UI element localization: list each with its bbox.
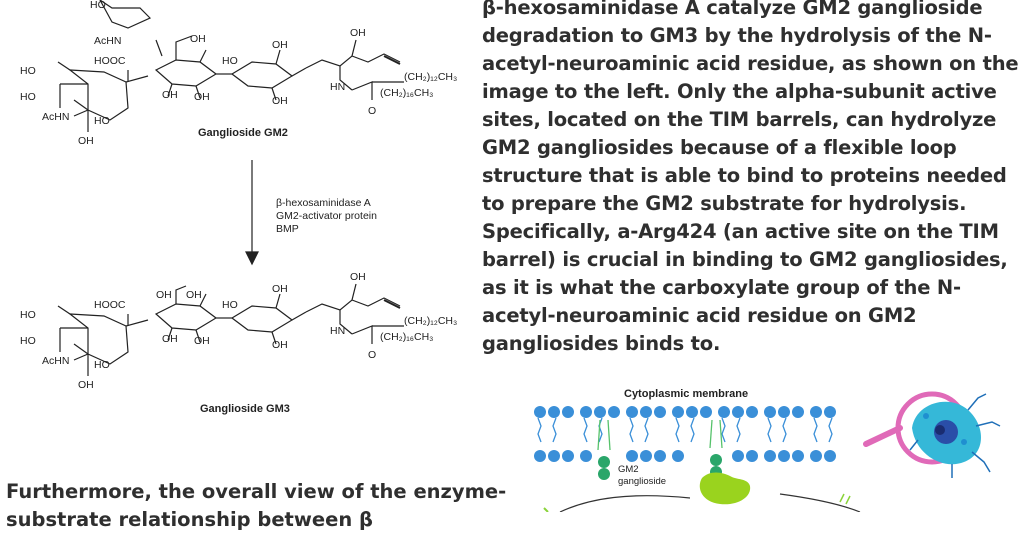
- explanation-paragraph: β-hexosaminidase A catalyze GM2 ganglios…: [482, 0, 1022, 358]
- paragraph-line: acetyl-neuroaminic acid residue on GM2: [482, 304, 917, 327]
- label-oh: OH: [186, 289, 202, 301]
- label-oh: OH: [194, 91, 210, 103]
- label-hn: HN: [330, 325, 345, 337]
- condition-bmp: BMP: [276, 223, 299, 235]
- membrane-illustration: Cytoplasmic membrane GM2 ganglioside: [534, 388, 1001, 512]
- bottom-paragraph: Furthermore, the overall view of the enz…: [6, 478, 507, 534]
- gm3-caption: Ganglioside GM3: [200, 403, 290, 415]
- label-ho: HO: [90, 0, 106, 11]
- label-oh: OH: [272, 95, 288, 107]
- paragraph-line: β-hexosaminidase A catalyze GM2 ganglios…: [482, 0, 983, 19]
- label-ho: HO: [222, 55, 238, 67]
- label-achn: AcHN: [42, 355, 69, 367]
- label-oh: OH: [272, 39, 288, 51]
- label-hooc: HOOC: [94, 299, 126, 311]
- paragraph-line: degradation to GM3 by the hydrolysis of …: [482, 24, 992, 47]
- paragraph-line: image to the left. Only the alpha-subuni…: [482, 80, 997, 103]
- label-ho: HO: [20, 91, 36, 103]
- label-oh: OH: [162, 333, 178, 345]
- gm2-caption: Ganglioside GM2: [198, 127, 288, 139]
- condition-activator: GM2-activator protein: [276, 210, 377, 222]
- label-chain1: (CH₂)₁₂CH₃: [404, 315, 457, 327]
- paragraph-line: to prepare the GM2 substrate for hydroly…: [482, 192, 967, 215]
- label-hooc: HOOC: [94, 55, 126, 67]
- condition-enzyme: β-hexosaminidase A: [276, 197, 371, 209]
- gm2-label: GM2: [618, 464, 639, 475]
- label-chain2: (CH₂)₁₆CH₃: [380, 87, 433, 99]
- paragraph-line: acetyl-neuroaminic acid residue, as show…: [482, 52, 1019, 75]
- label-o: O: [368, 349, 376, 361]
- bottom-paragraph-line: Furthermore, the overall view of the enz…: [6, 480, 507, 503]
- label-oh: OH: [162, 89, 178, 101]
- membrane-label: Cytoplasmic membrane: [624, 388, 748, 400]
- label-oh: OH: [350, 271, 366, 283]
- label-achn: AcHN: [94, 35, 121, 47]
- label-oh: OH: [272, 339, 288, 351]
- label-o: O: [368, 105, 376, 117]
- label-oh: OH: [350, 27, 366, 39]
- label-oh: OH: [78, 379, 94, 391]
- neuron-cell: [909, 393, 1001, 478]
- reaction-scheme: HO AcHN HOOC OH HO HO AcHN HO OH OH HO O…: [20, 0, 457, 415]
- gm2-label: ganglioside: [618, 476, 666, 487]
- activator-protein: [699, 472, 751, 505]
- label-ho: HO: [94, 359, 110, 371]
- label-ho: HO: [20, 309, 36, 321]
- label-hn: HN: [330, 81, 345, 93]
- label-achn: AcHN: [42, 111, 69, 123]
- paragraph-line: barrel) is crucial in binding to GM2 gan…: [482, 248, 1008, 271]
- label-oh: OH: [156, 289, 172, 301]
- paragraph-line: sites, located on the TIM barrels, can h…: [482, 108, 997, 131]
- label-oh: OH: [272, 283, 288, 295]
- membrane-bottom-heads: [534, 450, 836, 462]
- pathway-arrow: [779, 493, 861, 512]
- pathway-arrow: [559, 495, 691, 512]
- bottom-paragraph-line: substrate relationship between β: [6, 508, 373, 531]
- label-ho: HO: [20, 65, 36, 77]
- paragraph-line: structure that is able to bind to protei…: [482, 164, 1007, 187]
- paragraph-line: Specifically, a-Arg424 (an active site o…: [482, 220, 999, 243]
- paragraph-line: gangliosides binds to.: [482, 332, 721, 355]
- label-ho: HO: [20, 335, 36, 347]
- membrane-top-heads: [534, 406, 836, 418]
- label-oh: OH: [78, 135, 94, 147]
- membrane-tails: [537, 417, 833, 443]
- label-oh: OH: [194, 335, 210, 347]
- label-chain2: (CH₂)₁₆CH₃: [380, 331, 433, 343]
- paragraph-line: as it is what the carboxylate group of t…: [482, 276, 961, 299]
- label-ho: HO: [222, 299, 238, 311]
- label-oh: OH: [190, 33, 206, 45]
- label-chain1: (CH₂)₁₂CH₃: [404, 71, 457, 83]
- label-ho: HO: [94, 115, 110, 127]
- paragraph-line: GM2 gangliosides because of a flexible l…: [482, 136, 957, 159]
